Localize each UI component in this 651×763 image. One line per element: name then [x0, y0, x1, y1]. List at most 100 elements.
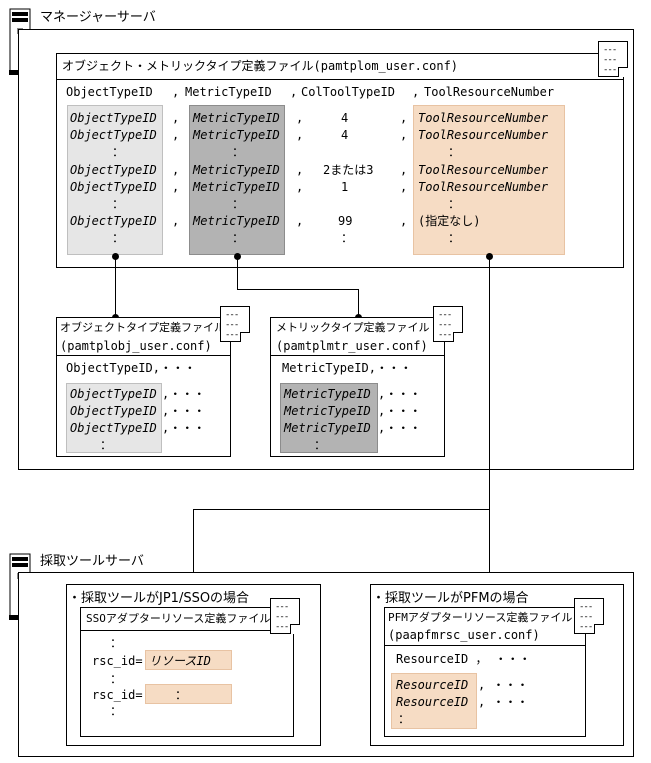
mtr_file-id-cell: ： [314, 438, 327, 452]
ellipsis: ： [110, 672, 123, 686]
header-sep: , [412, 85, 420, 99]
col-tool-type-id-cell: 4 [341, 128, 349, 142]
metric-type-id-cell: MetricTypeID [193, 180, 280, 194]
pfm-file-header: ResourceID ， ・・・ [396, 652, 531, 666]
obj_file-suffix: ,・・・ [162, 387, 206, 401]
header-object-type-id: ObjectTypeID [66, 85, 153, 99]
mtr_file-suffix: ,・・・ [378, 404, 422, 418]
obj_file-id-cell: ObjectTypeID [70, 404, 157, 418]
pfm-file-title: PFMアダプターリソース定義ファイル [388, 611, 573, 624]
sso-adapter-resource-file [80, 607, 294, 737]
mtr_file-suffix: ,・・・ [378, 421, 422, 435]
sso-file-title: SSOアダプターリソース定義ファイル [86, 612, 271, 625]
obj-file-header: ObjectTypeID,・・・ [66, 361, 196, 375]
tool-resource-number-cell: ToolResourceNumber [418, 180, 549, 194]
main-file-title: オブジェクト・メトリックタイプ定義ファイル(pamtplom_user.conf… [62, 59, 459, 73]
separator: , [172, 128, 180, 142]
separator: , [400, 180, 408, 194]
col-tool-type-id-cell: 1 [341, 180, 349, 194]
metric-type-id-cell: MetricTypeID [193, 128, 280, 142]
separator: , [296, 180, 304, 194]
rsc-id-key: rsc_id= [92, 688, 143, 702]
metric-type-id-cell: MetricTypeID [193, 163, 280, 177]
metric-type-id-cell: MetricTypeID [193, 214, 280, 228]
mtr_file-suffix: ,・・・ [378, 387, 422, 401]
col-tool-type-id-cell: 99 [338, 214, 353, 228]
metric-type-id-cell: ： [232, 197, 245, 211]
object-type-column [67, 105, 163, 255]
obj_file-suffix: ,・・・ [162, 421, 206, 435]
object-type-id-cell: ： [112, 197, 125, 211]
resource-id-cell: ： [398, 712, 411, 726]
separator: , [296, 111, 304, 125]
separator: , [296, 214, 304, 228]
document-icon: --------- [433, 306, 463, 342]
document-icon: --------- [270, 598, 300, 634]
metric-type-column [189, 105, 285, 255]
header-sep: , [290, 85, 298, 99]
rsc-id-value: ： [175, 688, 188, 702]
tool-resource-column [413, 105, 565, 255]
mtr_file-id-cell: MetricTypeID [284, 387, 371, 401]
header-metric-type-id: MetricTypeID [185, 85, 272, 99]
document-icon: --------- [574, 598, 604, 634]
mtr-file-header: MetricTypeID,・・・ [282, 361, 412, 375]
separator: , [400, 128, 408, 142]
obj_file-id-cell: ： [100, 438, 113, 452]
header-tool-resource-number: ToolResourceNumber [424, 85, 555, 99]
rsc-id-value-box [145, 650, 232, 670]
tool-resource-number-cell: ToolResourceNumber [418, 111, 549, 125]
tool-resource-number-cell: (指定なし) [418, 214, 481, 228]
obj-file-title: オブジェクトタイプ定義ファイル [60, 321, 225, 334]
metric-type-id-cell: ： [232, 145, 245, 159]
separator: , [172, 163, 180, 177]
manager-server-label: マネージャーサーバ [40, 10, 156, 25]
header-sep: , [172, 85, 180, 99]
object-type-id-cell: ObjectTypeID [70, 214, 157, 228]
separator: , [172, 214, 180, 228]
document-icon: --------- [220, 306, 250, 342]
sso-case-label: ・採取ツールがJP1/SSOの場合 [68, 591, 250, 606]
resource-id-cell: ResourceID [396, 678, 469, 692]
separator: , [296, 128, 304, 142]
resource-id-suffix: , ・・・ [478, 678, 529, 692]
separator: , [172, 180, 180, 194]
obj_file-id-cell: ObjectTypeID [70, 421, 157, 435]
metric-type-id-cell: ： [232, 231, 245, 245]
header-col-tool-type-id: ColToolTypeID [301, 85, 395, 99]
ellipsis: ： [110, 704, 123, 718]
object-type-id-cell: ： [112, 145, 125, 159]
object-type-id-cell: ObjectTypeID [70, 180, 157, 194]
separator: , [400, 214, 408, 228]
mtr-file-column [280, 383, 378, 453]
object-type-id-cell: ObjectTypeID [70, 128, 157, 142]
tool-resource-number-cell: ： [448, 145, 461, 159]
obj-file-column [66, 383, 162, 453]
object-type-id-cell: ObjectTypeID [70, 163, 157, 177]
obj_file-suffix: ,・・・ [162, 404, 206, 418]
rsc-id-value-box [145, 684, 232, 704]
col-tool-type-id-cell: 4 [341, 111, 349, 125]
ellipsis: ： [110, 636, 123, 650]
obj_file-id-cell: ObjectTypeID [70, 387, 157, 401]
object-type-id-cell: ： [112, 231, 125, 245]
tool-resource-number-cell: ： [448, 231, 461, 245]
separator: , [400, 111, 408, 125]
pfm-case-label: ・採取ツールがPFMの場合 [372, 591, 529, 606]
mtr_file-id-cell: MetricTypeID [284, 404, 371, 418]
separator: , [296, 163, 304, 177]
resource-id-cell: ResourceID [396, 695, 469, 709]
metric-type-id-cell: MetricTypeID [193, 111, 280, 125]
pfm-file-column [391, 673, 477, 729]
mtr-file-title: メトリックタイプ定義ファイル [276, 321, 430, 334]
rsc-id-key: rsc_id= [92, 654, 143, 668]
collector-server-label: 採取ツールサーバ [40, 554, 144, 569]
rsc-id-value: リソースID [149, 654, 211, 668]
resource-id-suffix: , ・・・ [478, 695, 529, 709]
col-tool-type-id-cell: ： [341, 231, 354, 245]
obj-file-name: (pamtplobj_user.conf) [60, 339, 212, 353]
mtr_file-id-cell: MetricTypeID [284, 421, 371, 435]
object-type-id-cell: ObjectTypeID [70, 111, 157, 125]
mtr-file-name: (pamtplmtr_user.conf) [276, 339, 428, 353]
document-icon: --------- [598, 41, 628, 77]
